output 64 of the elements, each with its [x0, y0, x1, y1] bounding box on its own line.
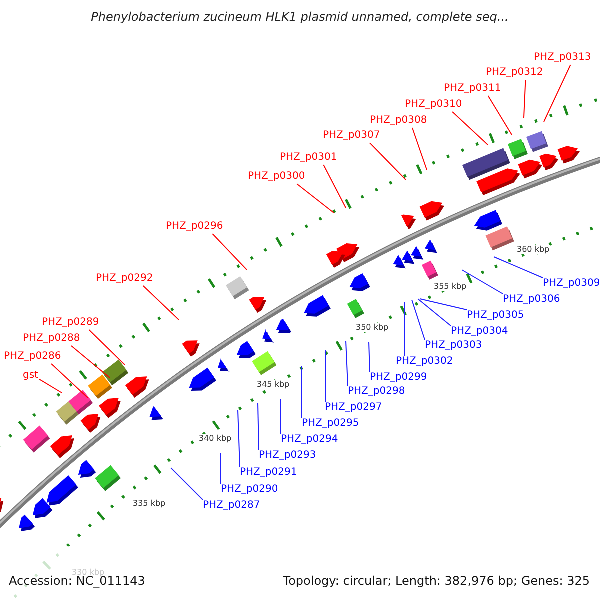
gene-label: PHZ_p0299 [370, 372, 428, 383]
leader-line [452, 112, 488, 146]
leader-line [418, 298, 452, 326]
scale-label: 345 kbp [257, 380, 290, 389]
leader-line [494, 256, 544, 278]
leader-line [170, 468, 204, 500]
scale-label: 355 kbp [434, 282, 467, 291]
leader-line [346, 340, 348, 386]
gene-label: PHZ_p0313 [534, 52, 592, 63]
gene-label: PHZ_p0295 [302, 418, 360, 429]
scale-label: 335 kbp [133, 499, 166, 508]
leader-line [368, 342, 370, 372]
gene-label: PHZ_p0305 [467, 310, 524, 321]
gene-label: PHZ_p0291 [240, 467, 298, 478]
leader-line [420, 298, 468, 310]
gene-label: PHZ_p0300 [248, 171, 306, 182]
leader-line [220, 452, 222, 484]
gene-label: PHZ_p0307 [323, 130, 380, 141]
leader-line [142, 286, 180, 320]
leader-line [238, 410, 240, 468]
gene-label: PHZ_p0286 [4, 351, 62, 362]
leader-line [212, 234, 248, 270]
leader-line [38, 378, 62, 394]
gene-label: PHZ_p0292 [96, 273, 154, 284]
gene-label: PHZ_p0293 [259, 450, 316, 461]
leader-line [369, 142, 406, 180]
leader-line [280, 398, 282, 434]
gene-label: PHZ_p0287 [203, 500, 260, 511]
gene-label: PHZ_p0288 [23, 333, 80, 344]
gene-label: PHZ_p0301 [280, 152, 338, 163]
gene-label: PHZ_p0312 [486, 67, 544, 78]
gene-label: PHZ_p0302 [396, 356, 454, 367]
leader-line [524, 80, 526, 118]
gene-label: PHZ_p0308 [370, 115, 428, 126]
scale-label: 360 kbp [517, 245, 550, 254]
leader-line [544, 64, 572, 122]
gene-label: PHZ_p0304 [451, 326, 508, 337]
gene-label: PHZ_p0303 [425, 340, 482, 351]
scale-label: 340 kbp [199, 434, 232, 443]
leader-line [412, 128, 428, 170]
gene-label: PHZ_p0310 [405, 99, 462, 110]
gene-label: PHZ_p0298 [348, 386, 406, 397]
gene-label: PHZ_p0296 [166, 221, 224, 232]
leader-line [51, 364, 88, 398]
leader-line [323, 164, 346, 208]
gene-label: PHZ_p0311 [444, 83, 502, 94]
title: Phenylobacterium zucineum HLK1 plasmid unnamed, complete seq... [90, 10, 510, 24]
leader-line [258, 402, 260, 450]
gene-label: PHZ_p0297 [325, 402, 382, 413]
leader-line [412, 300, 426, 340]
gene-label: PHZ_p0294 [281, 434, 338, 445]
leader-line [462, 270, 504, 294]
gene-label: PHZ_p0309 [543, 278, 600, 289]
leader-line [88, 330, 126, 366]
leader-line [296, 184, 334, 214]
gene-label: PHZ_p0289 [42, 317, 100, 328]
leader-line [70, 346, 110, 378]
leader-line [404, 302, 406, 356]
gene-label: PHZ_p0290 [221, 484, 278, 495]
scale-label: 350 kbp [356, 323, 389, 332]
gene-label: PHZ_p0306 [503, 294, 560, 305]
leader-line [488, 96, 512, 136]
gene-label: gst [23, 370, 38, 381]
summary-text: Topology: circular; Length: 382,976 bp; Genes: 325 [283, 574, 590, 588]
